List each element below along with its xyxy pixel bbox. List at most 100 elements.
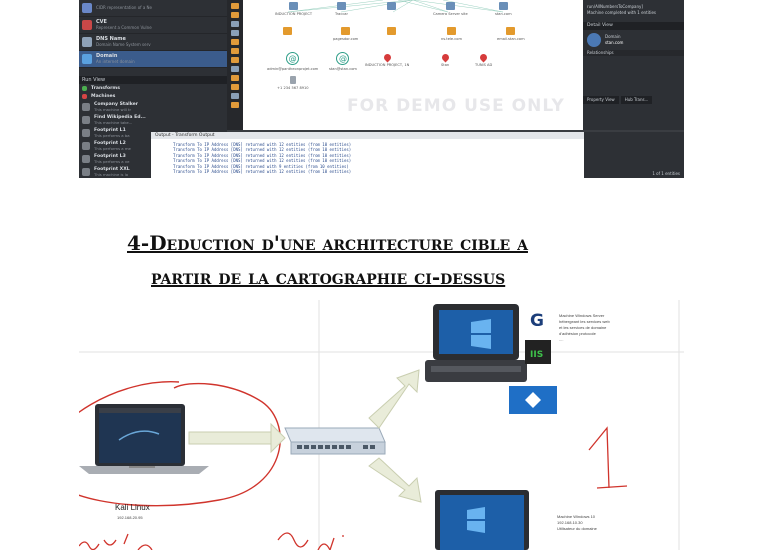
graph-node[interactable]: ns.tele.com [441, 27, 462, 41]
dns-icon [283, 27, 292, 35]
graph-edges [287, 0, 504, 13]
handwritten-one [588, 426, 628, 489]
arrow-switch-to-server [368, 369, 420, 429]
arrow-switch-to-client [368, 457, 422, 503]
svg-text:Machine Windows 10: Machine Windows 10 [557, 514, 596, 519]
svg-text:hébergeant les services web: hébergeant les services web [559, 319, 610, 324]
run-group-machines[interactable]: Machines [79, 92, 227, 100]
output-title: Output - Transform Output [151, 132, 584, 139]
website-icon [445, 2, 455, 10]
svg-text:d'adhésion protocole: d'adhésion protocole [559, 331, 597, 336]
section-heading: 4-Deduction d'une architecture cible a p… [127, 226, 684, 294]
toolbar-button[interactable] [231, 3, 239, 9]
graph-node[interactable] [283, 27, 292, 37]
heading-line-2: partir de la cartographie ci-dessus [151, 265, 506, 289]
dns-icon [506, 27, 516, 35]
machine-icon [82, 102, 90, 111]
client-laptop-icon [435, 490, 529, 550]
network-switch-icon [284, 427, 386, 455]
tab-property-view[interactable]: Property View [583, 96, 619, 104]
toolbar-button[interactable] [231, 39, 239, 45]
active-directory-logo [509, 386, 557, 414]
tab-hub-transforms[interactable]: Hub Trans... [620, 96, 653, 104]
toolbar-button[interactable] [231, 66, 239, 72]
graph-node[interactable] [387, 2, 396, 12]
machine-icon [82, 167, 90, 176]
toolbar-button[interactable] [231, 21, 239, 27]
output-panel: Output - Transform Output Transform To I… [151, 132, 584, 178]
website-icon [336, 2, 346, 10]
g-logo: G [527, 308, 549, 331]
graph-node[interactable]: Traccar [335, 2, 348, 16]
diagram-canvas: G IIS Kali Linux 192.168.20.95 Machine W… [43, 300, 684, 552]
svg-text:et les services de domaine: et les services de domaine [559, 325, 607, 330]
toolbar-button[interactable] [231, 84, 239, 90]
toolbar-button[interactable] [231, 75, 239, 81]
globe-icon [587, 33, 601, 47]
machine-icon [82, 128, 90, 137]
graph-node[interactable]: +1 234 567 8910 [277, 76, 309, 90]
relationships-header[interactable]: Relationships [583, 50, 684, 56]
domain-icon [498, 2, 508, 10]
graph-node[interactable]: INDUCTION PROJECT [275, 2, 312, 16]
server-description: Machine Windows Server hébergeant les se… [559, 313, 610, 342]
machine-icon [82, 154, 90, 163]
kali-label: Kali Linux [115, 503, 150, 512]
minus-icon [82, 93, 87, 99]
kali-laptop-icon [79, 404, 209, 474]
graph-node[interactable]: @admin@pantheonprojet.com [267, 52, 319, 71]
machine-item[interactable]: Find Wikipedia Ed...This machine take... [79, 113, 227, 126]
machine-icon [82, 115, 90, 124]
panel-tabs: Property View Hub Trans... [583, 96, 684, 104]
svg-text:....: .... [559, 337, 563, 342]
svg-text:G: G [530, 311, 544, 331]
demo-watermark: FOR DEMO USE ONLY [347, 96, 565, 116]
palette-item[interactable]: CIDR representation of a Ne [79, 0, 227, 17]
cve-icon [82, 20, 92, 30]
server-laptop-icon [425, 304, 527, 382]
detail-view-header: Detail View [583, 22, 684, 30]
graph-node[interactable] [387, 27, 396, 37]
handwritten-scribble [78, 532, 344, 552]
graph-node[interactable]: INDUCTION PROJECT, 1N [365, 52, 409, 67]
domain-icon [82, 54, 92, 64]
graph-node[interactable]: stan.com [495, 2, 512, 16]
graph-node[interactable]: pagesdor.com [333, 27, 358, 41]
graph-node[interactable]: email.stan.com [497, 27, 525, 41]
graph-node[interactable]: TUNIS AD [475, 52, 492, 67]
svg-text:192.168.10.30: 192.168.10.30 [557, 520, 583, 525]
detail-panel: run/AllNumbersToCompany] Machine complet… [583, 0, 684, 130]
toolbar-button[interactable] [231, 48, 239, 54]
run-group-transforms[interactable]: Transforms [79, 84, 227, 92]
cidr-icon [82, 3, 92, 13]
toolbar-button[interactable] [231, 57, 239, 63]
toolbar-button[interactable] [231, 93, 239, 99]
toolbar-button[interactable] [231, 12, 239, 18]
email-icon: @ [286, 52, 300, 65]
toolbar-button[interactable] [231, 102, 239, 108]
architecture-diagram: G IIS Kali Linux 192.168.20.95 Machine W… [43, 300, 684, 552]
client-description: Machine Windows 10 192.168.10.30 Utilisa… [557, 514, 598, 531]
graph-node[interactable]: Stan [440, 52, 451, 67]
graph-node[interactable]: Camera Server site [433, 2, 468, 16]
graph-node[interactable]: @stan@stan.com [329, 52, 357, 71]
location-pin-icon [478, 52, 489, 63]
phone-icon [289, 76, 296, 84]
iis-logo: IIS [525, 340, 551, 364]
toolbar-button[interactable] [231, 30, 239, 36]
dns-icon [82, 37, 92, 47]
dns-icon [387, 27, 396, 35]
heading-line-1: 4-Deduction d'une architecture cible a [127, 231, 528, 255]
graph-canvas[interactable]: INDUCTION PROJECT Traccar Camera Server … [243, 0, 583, 130]
location-pin-icon [382, 52, 393, 63]
